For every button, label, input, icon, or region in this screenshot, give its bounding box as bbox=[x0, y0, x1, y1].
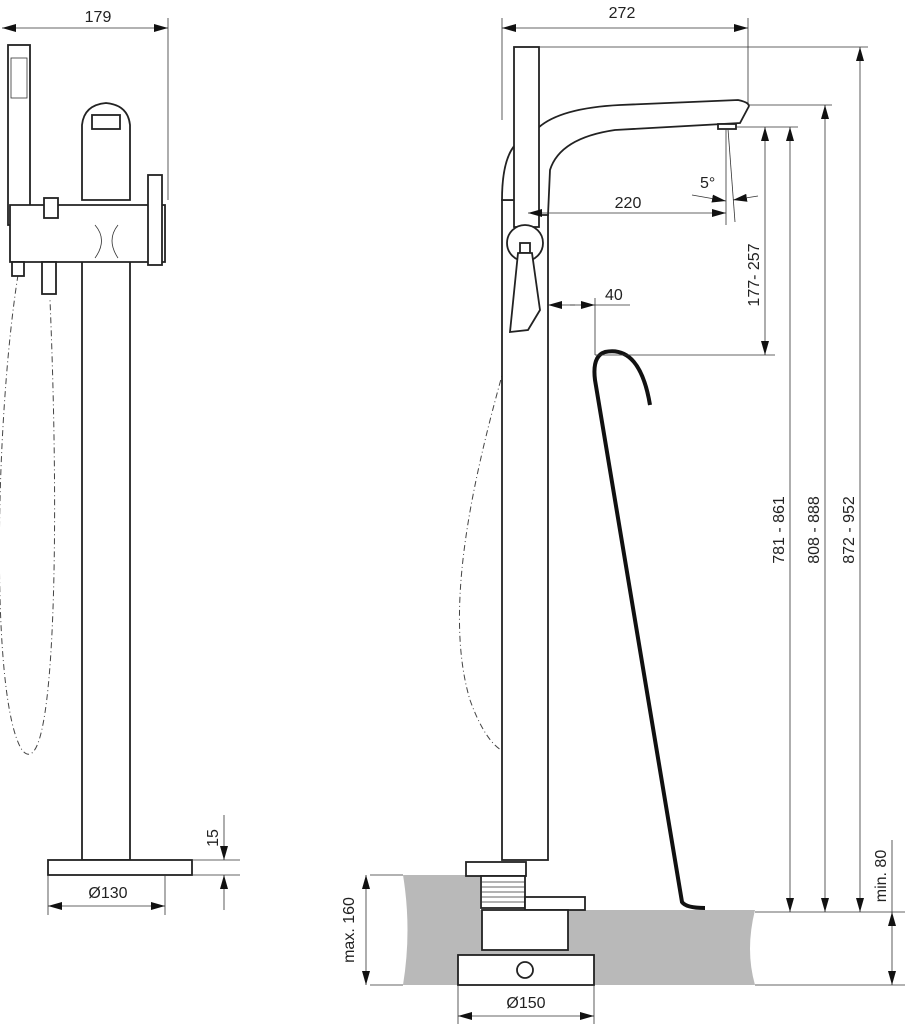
height-range-2-label: 808 - 888 bbox=[806, 496, 823, 564]
hand-shower bbox=[513, 46, 540, 228]
bath-edge-outline bbox=[592, 349, 706, 910]
spout bbox=[537, 99, 750, 216]
hose bbox=[0, 274, 56, 755]
height-range-3-label: 872 - 952 bbox=[841, 496, 858, 564]
front-width-label: 272 bbox=[609, 5, 636, 22]
base-height-label: 15 bbox=[205, 829, 222, 847]
column bbox=[81, 259, 131, 861]
height-range-1-label: 781 - 861 bbox=[771, 496, 788, 564]
spout-reach-label: 220 bbox=[615, 195, 642, 212]
mixer-body bbox=[9, 102, 166, 295]
side-view: 179 15 Ø130 bbox=[0, 9, 240, 915]
floor-min-label: min. 80 bbox=[873, 850, 890, 903]
clearance-label: 40 bbox=[605, 287, 623, 304]
base-diameter-label: Ø130 bbox=[88, 885, 127, 902]
spout-height-range-label: 177- 257 bbox=[746, 243, 763, 306]
front-base-diameter-label: Ø150 bbox=[506, 995, 545, 1012]
width-dimension-label: 179 bbox=[85, 9, 112, 26]
spout-angle-label: 5° bbox=[700, 175, 715, 192]
front-view: 272 872 - 952 808 - 888 bbox=[341, 5, 905, 1024]
hand-shower bbox=[7, 44, 31, 226]
base-plate bbox=[47, 859, 193, 876]
floor-max-label: max. 160 bbox=[341, 897, 358, 963]
